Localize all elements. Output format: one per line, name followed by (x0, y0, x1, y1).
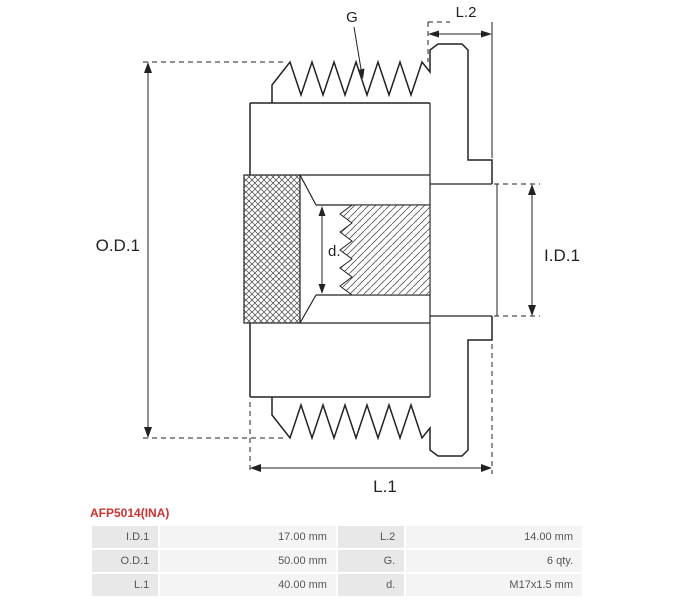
dimension-od1 (140, 61, 283, 439)
dimension-l1 (249, 344, 493, 474)
id1-arrow-top (528, 184, 536, 195)
dimension-l2 (427, 21, 493, 158)
id1-arrow-bottom (528, 305, 536, 316)
spec-value-id1: 17.00 mm (160, 526, 336, 548)
hub-taper-lines (299, 174, 317, 324)
l2-arrow-right (481, 30, 492, 38)
l1-extension-lines (249, 344, 493, 474)
l2-arrow-left (428, 30, 439, 38)
spec-row-1: I.D.1 17.00 mm L.2 14.00 mm (92, 526, 582, 548)
l2-label: L.2 (456, 4, 477, 21)
spec-row-3: L.1 40.00 mm d. M17x1.5 mm (92, 574, 582, 596)
pulley-bottom-profile (271, 316, 493, 457)
dimension-d (318, 206, 326, 294)
pulley-outline (249, 43, 493, 457)
pulley-technical-drawing: O.D.1 I.D.1 L.1 L.2 G d. (96, 4, 580, 496)
spec-value-g: 6 qty. (406, 550, 582, 572)
threaded-section-hatch (339, 204, 431, 296)
spec-value-l2: 14.00 mm (406, 526, 582, 548)
spec-key-d: d. (337, 574, 405, 596)
spec-key-id1: I.D.1 (92, 526, 159, 548)
l1-arrow-left (250, 464, 261, 472)
spec-row-2: O.D.1 50.00 mm G. 6 qty. (92, 550, 582, 572)
g-label: G (346, 9, 358, 26)
spec-value-l1: 40.00 mm (160, 574, 336, 596)
product-spec-section: AFP5014(INA) I.D.1 17.00 mm L.2 14.00 mm… (90, 506, 584, 598)
l1-arrow-right (481, 464, 492, 472)
spec-value-od1: 50.00 mm (160, 550, 336, 572)
d-arrow-bottom (318, 284, 326, 294)
spec-key-od1: O.D.1 (92, 550, 159, 572)
knurled-hub-block (243, 174, 301, 324)
id1-label: I.D.1 (544, 246, 580, 265)
spec-key-l1: L.1 (92, 574, 159, 596)
od1-arrow-bottom (144, 427, 152, 438)
spec-value-d: M17x1.5 mm (406, 574, 582, 596)
id1-extension-lines (494, 183, 540, 317)
od1-arrow-top (144, 62, 152, 73)
d-label: d. (328, 243, 341, 260)
spec-key-l2: L.2 (337, 526, 405, 548)
dimension-id1 (494, 183, 540, 317)
d-arrow-top (318, 206, 326, 216)
g-leader-arrow (358, 68, 365, 79)
spec-table: I.D.1 17.00 mm L.2 14.00 mm O.D.1 50.00 … (90, 524, 584, 598)
bearing-bore-lines (430, 183, 492, 317)
od1-extension-lines (140, 61, 283, 439)
l2-extension-dashed (427, 21, 450, 62)
od1-label: O.D.1 (96, 236, 140, 255)
hub-outer-lines (300, 174, 430, 324)
g-leader-line (353, 26, 363, 76)
pulley-top-profile (271, 43, 493, 184)
spec-key-g: G. (337, 550, 405, 572)
groove-callout-g (353, 26, 365, 79)
product-code: AFP5014(INA) (90, 506, 170, 520)
l1-label: L.1 (373, 477, 397, 496)
drawing-canvas: O.D.1 I.D.1 L.1 L.2 G d. (96, 4, 580, 496)
